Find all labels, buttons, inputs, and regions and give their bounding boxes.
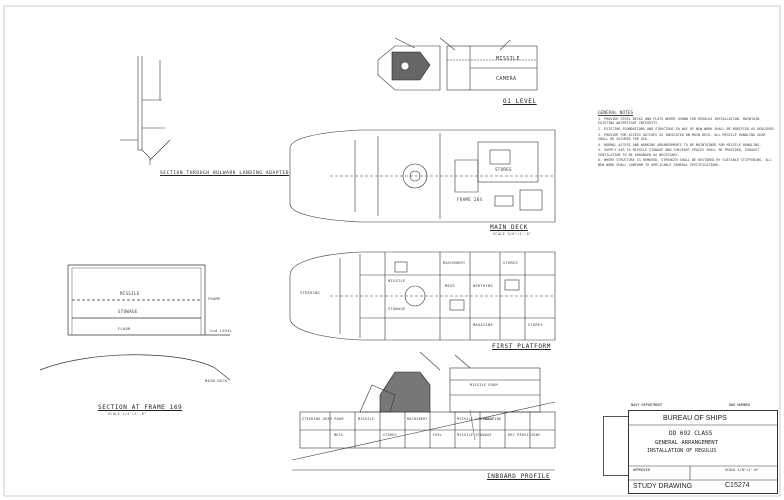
section-label: MISSILE [120, 291, 140, 296]
ship-class: DD 692 CLASS [669, 430, 713, 437]
platform-label: STORES [503, 261, 519, 265]
platform-label: MISSILE [388, 279, 406, 283]
navy-dept-label: NAVY DEPARTMENT [631, 403, 663, 407]
platform-label: MAGAZINE [473, 323, 494, 327]
main-deck-view [289, 129, 556, 223]
profile-label: MISSILE [358, 417, 375, 421]
frame-section-view [39, 264, 231, 381]
profile-label: FUEL [433, 433, 443, 437]
frame-section-scale: SCALE 1/4"=1'-0" [108, 412, 147, 416]
platform-label: BERTHING [473, 284, 494, 288]
drawing-title-2: INSTALLATION OF REGULUS [647, 448, 717, 454]
bulwark-section-view [120, 56, 171, 165]
note-item: 1. PROVIDE STEEL DECKS AND FLATS WHERE S… [598, 117, 760, 126]
frame-section-title: SECTION AT FRAME 169 [98, 404, 183, 411]
profile-label: MISSILE ROOM [470, 383, 498, 387]
study-drawing-label: STUDY DRAWING [633, 483, 693, 490]
note-item: 4. NORMAL ACCESS AND WORKING ARRANGEMENT… [598, 142, 762, 147]
o1-label: CAMERA [496, 76, 517, 82]
main-deck-label: FRAME 284 [457, 197, 483, 202]
section-label: STOWAGE [118, 309, 138, 314]
profile-label: DRY PROVISIONS [508, 433, 541, 437]
profile-label: STORES [383, 433, 397, 437]
revision-block [603, 416, 628, 476]
profile-label: MISSILE STOWAGE [457, 433, 492, 437]
profile-label: MAGAZINE [483, 417, 502, 421]
drawing-number: C15274 [725, 482, 750, 489]
profile-label: MACHINERY [407, 417, 428, 421]
platform-label: STORES [528, 323, 544, 327]
bulwark-section-title: SECTION THROUGH BULWARK LANDING ADAPTED [160, 171, 290, 176]
note-item: 6. WHERE STRUCTURE IS REMOVED, STRENGTH … [598, 158, 772, 167]
platform-label: STOWAGE [388, 307, 406, 311]
o1-level-view [377, 37, 538, 91]
section-label: 2nd LEVEL [210, 329, 233, 333]
notes-heading: GENERAL NOTES [598, 111, 634, 116]
section-label: MAIN DECK [205, 379, 228, 383]
drawing-title-1: GENERAL ARRANGEMENT [655, 440, 718, 446]
section-label: FLOOR [118, 327, 131, 331]
approved-label: APPROVED [633, 468, 650, 472]
section-label: FRAME [208, 297, 221, 301]
main-deck-label: STORES [495, 167, 512, 172]
profile-label: STEERING GEAR ROOM [302, 417, 344, 421]
note-item: 5. SUPPLY AIR TO MISSILE STOWAGE AND CHE… [598, 148, 760, 157]
bureau-name: BUREAU OF SHIPS [663, 415, 727, 422]
dwg-number-header: DWG NUMBER [729, 403, 751, 407]
title-block-frame [628, 424, 778, 481]
general-notes: GENERAL NOTES 1. PROVIDE STEEL DECKS AND… [598, 111, 776, 168]
scale-label: SCALE 1/8"=1'-0" [725, 468, 759, 472]
note-item: 2. EXISTING FOUNDATIONS AND STRUCTURE IN… [598, 127, 776, 132]
main-deck-scale: SCALE 3/8"=1'-0" [493, 232, 532, 236]
main-deck-title: MAIN DECK [490, 224, 528, 231]
o1-level-title: O1 LEVEL [503, 98, 537, 105]
inboard-profile-title: INBOARD PROFILE [487, 473, 551, 480]
title-block: NAVY DEPARTMENT DWG NUMBER BUREAU OF SHI… [628, 403, 778, 494]
note-item: 3. PROVIDE FOR ACCESS HATCHES AS INDICAT… [598, 132, 766, 142]
profile-label: MISSILE CHECKOUT [457, 417, 495, 421]
inboard-profile-view [291, 351, 556, 471]
platform-label: MESS [445, 284, 456, 288]
platform-label: STEERING [300, 291, 321, 295]
first-platform-view [289, 251, 556, 341]
o1-label: MISSILE [496, 56, 520, 62]
profile-label: MESS [334, 433, 344, 437]
first-platform-title: FIRST PLATFORM [492, 343, 551, 350]
platform-label: MACHINERY [443, 261, 466, 265]
